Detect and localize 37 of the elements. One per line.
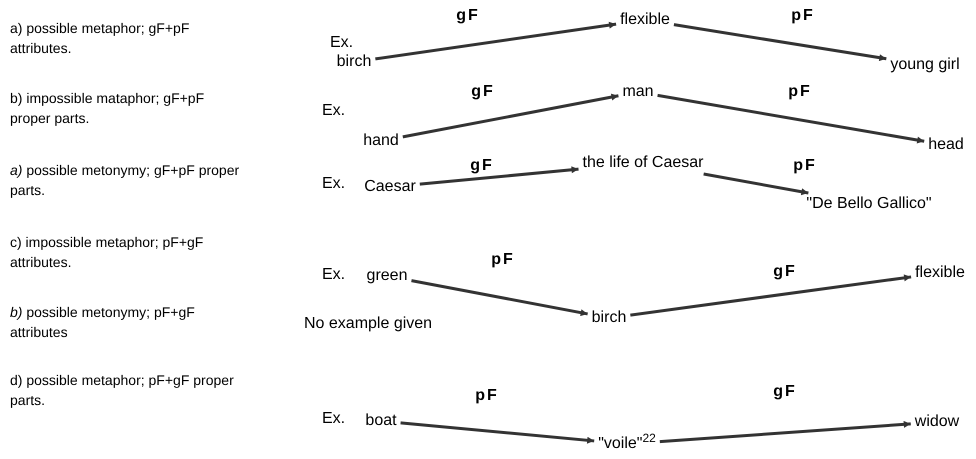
example-label: No example given (304, 315, 432, 333)
term-text: green (366, 267, 408, 285)
term-text: head (928, 136, 964, 154)
term-text: flexible (620, 11, 670, 29)
arrow (703, 172, 809, 196)
description-text: b) possible metonymy; pF+gF attributes (10, 303, 196, 342)
description-text: c) impossible metaphor; pF+gF attributes. (10, 233, 204, 272)
term-text: birch (336, 53, 372, 71)
term-text: young girl (890, 56, 960, 74)
arrow (657, 94, 924, 144)
arrow (411, 279, 588, 316)
description-text: d) possible metaphor; pF+gF proper parts. (10, 371, 235, 410)
term-text: "voile"$^{22}$ (598, 435, 656, 453)
arrow (660, 420, 911, 444)
example-label: Ex. (322, 266, 346, 284)
term-text: hand (363, 132, 399, 150)
arrow (375, 22, 616, 60)
arrow (630, 274, 912, 317)
term-text: boat (365, 412, 397, 430)
term-text: flexible (915, 264, 965, 282)
term-text: Caesar (364, 178, 416, 196)
example-label: Ex. (322, 410, 346, 428)
term-text: the life of Caesar (582, 154, 704, 172)
description-text: b) impossible mataphor; gF+pF proper parts. (10, 89, 206, 128)
arrow (674, 23, 887, 62)
arrow (402, 94, 619, 138)
example-label: Ex. (322, 102, 346, 120)
arrow (420, 166, 579, 186)
term-text: "De Bello Gallico" (806, 195, 932, 213)
term-text: man (622, 83, 654, 101)
description-text: a) possible metaphor; gF+pF attributes. (10, 19, 190, 58)
description-text: a) possible metonymy; gF+pF proper parts. (10, 161, 240, 200)
arrow (400, 421, 594, 444)
term-text: birch (592, 309, 626, 327)
term-text: widow (914, 413, 960, 431)
example-label: Ex. (322, 175, 346, 193)
example-label: Ex. (330, 34, 354, 52)
